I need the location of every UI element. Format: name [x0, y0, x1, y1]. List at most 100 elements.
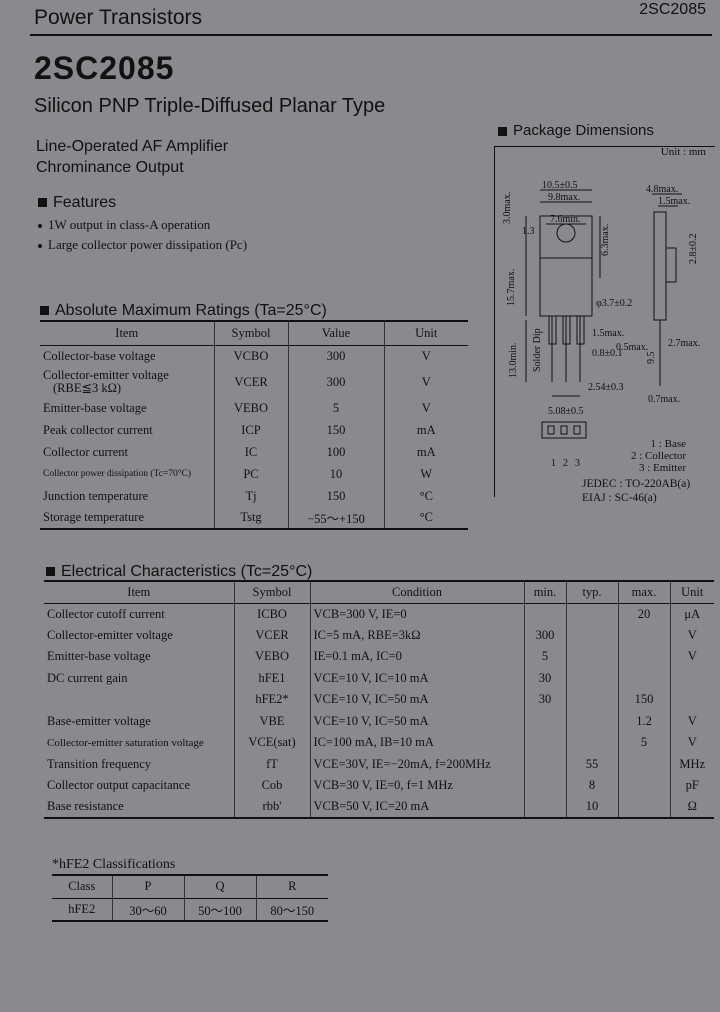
value-cell: 5: [287, 397, 384, 419]
typ-cell: 55: [565, 753, 618, 775]
min-cell: 30: [523, 689, 566, 711]
symbol-cell: VCE(sat): [233, 732, 310, 754]
col-header: Symbol: [213, 321, 288, 345]
symbol-cell: IC: [213, 441, 288, 463]
features-heading: Features: [38, 194, 116, 212]
item-cell: DC current gain: [47, 670, 128, 685]
table-header-row: Item Symbol Value Unit: [40, 321, 468, 345]
header-category: Power Transistors: [34, 6, 203, 29]
max-cell: [617, 646, 670, 668]
min-cell: [523, 775, 566, 797]
value-cell: −55～+150: [287, 507, 384, 529]
col-header: max.: [617, 581, 670, 603]
package-frame: [494, 146, 715, 497]
bullet-dot-icon: [38, 224, 42, 229]
typ-cell: [565, 710, 618, 732]
condition-cell: VCE=10 V, IC=50 mA: [309, 710, 524, 732]
amr-title: Absolute Maximum Ratings (Ta=25°C): [55, 302, 327, 319]
item-cell: Collector-base voltage: [43, 348, 156, 363]
condition-cell: VCB=300 V, IE=0: [309, 603, 524, 625]
condition-cell: IC=100 mA, IB=10 mA: [309, 732, 524, 754]
item-cell: Collector-emitter saturation voltage: [47, 736, 204, 749]
item-cell: Collector power dissipation (Tc=70°C): [43, 469, 192, 479]
dim-label: 13.0min.: [508, 342, 519, 378]
condition-cell: VCE=30V, IE=−20mA, f=200MHz: [309, 753, 524, 775]
col-header: min.: [523, 581, 566, 603]
table-header-row: Class P Q R: [52, 875, 328, 898]
value-cell: 10: [287, 463, 384, 485]
typ-cell: [565, 603, 618, 625]
symbol-cell: VCBO: [213, 345, 288, 367]
item-cell: Base-emitter voltage: [47, 713, 151, 728]
value-cell: 80～150: [255, 898, 328, 921]
symbol-cell: VBE: [233, 710, 310, 732]
col-header: typ.: [565, 581, 618, 603]
unit-cell: V: [383, 367, 468, 397]
dim-label: 10.5±0.5: [542, 180, 578, 191]
unit-cell: W: [383, 463, 468, 485]
symbol-cell: Cob: [233, 775, 310, 797]
table-row: Collector-emitter saturation voltage VCE(…: [44, 732, 714, 754]
header-rule: [30, 34, 712, 36]
dim-label: 0.7max.: [648, 394, 680, 405]
ec-title: Electrical Characteristics (Tc=25°C): [61, 563, 313, 580]
max-cell: [617, 775, 670, 797]
symbol-cell: VCER: [213, 367, 288, 397]
typ-cell: 10: [565, 796, 618, 818]
min-cell: [523, 732, 566, 754]
pin-legend: 1 : Base 2 : Collector 3 : Emitter: [631, 438, 686, 474]
pin-legend-item: 2 : Collector: [631, 450, 686, 462]
typ-cell: [565, 646, 618, 668]
condition-cell: VCB=30 V, IE=0, f=1 MHz: [309, 775, 524, 797]
item-cell: Junction temperature: [43, 488, 149, 503]
ec-heading: Electrical Characteristics (Tc=25°C): [46, 563, 312, 581]
unit-cell: V: [383, 345, 468, 367]
package-drawing: 10.5±0.5 9.8max. 7.6min. 3.0max. 1.3 6.3…: [496, 160, 718, 480]
min-cell: 30: [523, 667, 566, 689]
dim-label: 3.0max.: [502, 192, 513, 224]
min-cell: [523, 753, 566, 775]
item-condition: (RBE≦3 kΩ): [53, 381, 122, 395]
jedec-code: JEDEC : TO-220AB(a): [582, 478, 691, 490]
value-cell: 300: [287, 345, 384, 367]
dim-label: Solder Dip: [532, 328, 543, 372]
device-type: Silicon PNP Triple-Diffused Planar Type: [34, 95, 386, 117]
bullet-square-icon: [38, 198, 47, 208]
item-cell: Transition frequency: [47, 756, 152, 771]
condition-cell: VCE=10 V, IC=50 mA: [309, 689, 524, 711]
dim-label: 0.5max.: [616, 342, 648, 353]
pin-number: 3: [575, 458, 580, 469]
symbol-cell: VEBO: [213, 397, 288, 419]
col-header: R: [255, 875, 328, 898]
bullet-dot-icon: [38, 244, 42, 249]
symbol-cell: rbb': [233, 796, 310, 818]
unit-cell: V: [383, 397, 468, 419]
typ-cell: [565, 732, 618, 754]
symbol-cell: VCER: [233, 624, 310, 646]
classification-title: *hFE2 Classifications: [52, 857, 176, 872]
col-header: Class: [68, 879, 96, 894]
unit-cell: pF: [669, 775, 714, 797]
electrical-characteristics-table: Item Symbol Condition min. typ. max. Uni…: [44, 580, 714, 819]
package-title: Package Dimensions: [513, 122, 654, 139]
min-cell: [523, 796, 566, 818]
col-header: Unit: [669, 581, 714, 603]
feature-item: Large collector power dissipation (Pc): [38, 237, 247, 253]
max-cell: 1.2: [617, 710, 670, 732]
item-cell: Collector current: [43, 444, 129, 459]
dim-label: 2.54±0.3: [588, 382, 624, 393]
package-outline-svg: 10.5±0.5 9.8max. 7.6min. 3.0max. 1.3 6.3…: [502, 180, 700, 469]
table-row: hFE2 30～60 50～100 80～150: [52, 898, 328, 921]
unit-cell: mA: [383, 419, 468, 441]
min-cell: 300: [523, 624, 566, 646]
max-cell: 5: [617, 732, 670, 754]
col-header: Item: [115, 325, 139, 340]
eiaj-code: EIAJ : SC-46(a): [582, 492, 657, 504]
symbol-cell: ICP: [213, 419, 288, 441]
